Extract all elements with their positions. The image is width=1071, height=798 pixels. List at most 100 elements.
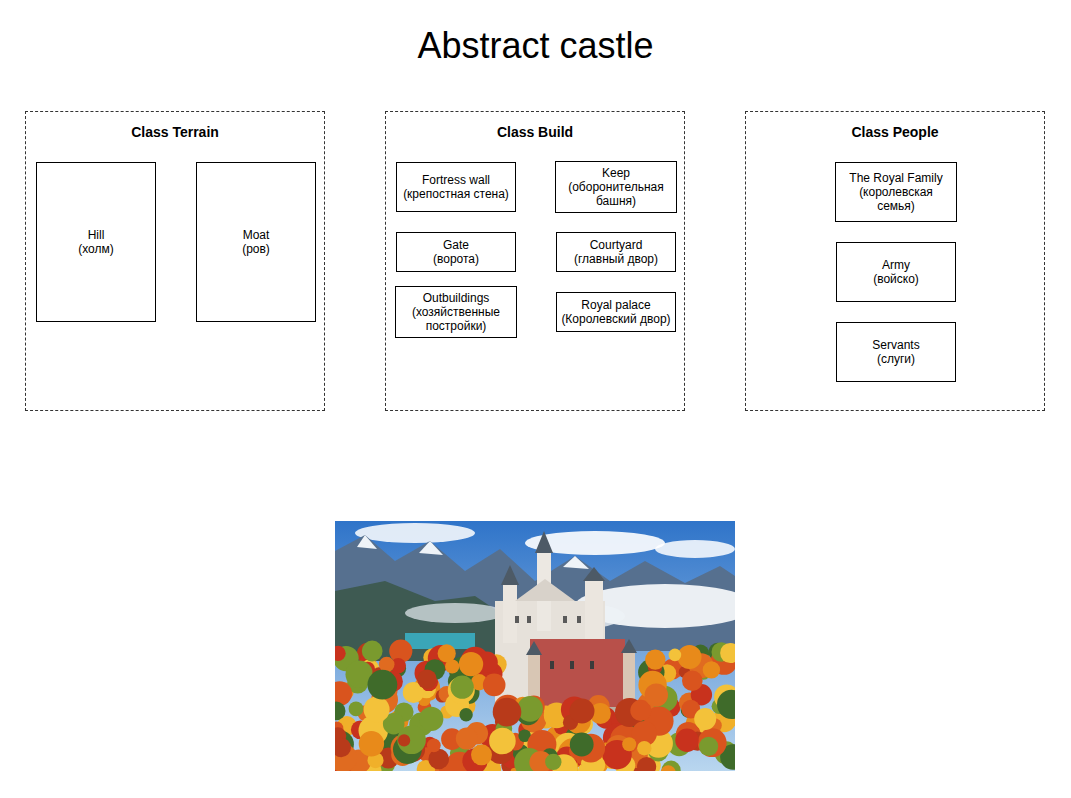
- tree: [483, 674, 506, 697]
- snow-cap: [563, 556, 589, 569]
- box-text: Keep(оборонительная башня): [556, 164, 676, 210]
- element-box: Courtyard(главный двор): [556, 232, 676, 272]
- element-name: Keep: [559, 166, 673, 180]
- box-text: Outbuildings(хозяйственные постройки): [396, 289, 516, 335]
- class-panel: Class TerrainHill(холм) Moat(ров): [25, 111, 325, 411]
- tree: [682, 671, 703, 692]
- tree: [359, 731, 384, 756]
- tree: [438, 644, 456, 662]
- element-translation: (слуги): [872, 352, 919, 366]
- element-translation: (оборонительная башня): [559, 180, 673, 208]
- snow-cap: [419, 541, 443, 555]
- panel-heading: Class Terrain: [26, 124, 324, 141]
- element-name: Army: [873, 258, 919, 272]
- box-text: The Royal Family(королевская семья): [836, 169, 956, 215]
- tree: [517, 696, 543, 722]
- cloud: [655, 540, 735, 558]
- element-translation: (войско): [873, 272, 919, 286]
- tree: [471, 744, 492, 765]
- tree: [335, 702, 346, 721]
- element-translation: (Королевский двор): [561, 312, 670, 326]
- element-box: The Royal Family(королевская семья): [835, 162, 957, 222]
- cloud: [525, 531, 665, 555]
- tree: [699, 737, 718, 756]
- tree: [397, 726, 426, 755]
- element-translation: (ворота): [433, 252, 479, 266]
- autumn-forest: [335, 640, 735, 772]
- tree: [456, 728, 478, 750]
- element-name: Fortress wall: [403, 173, 509, 187]
- tree: [675, 729, 698, 752]
- element-box: Gate(ворота): [396, 232, 516, 272]
- element-box: Army(войско): [836, 242, 956, 302]
- element-translation: (крепостная стена): [403, 187, 509, 201]
- box-text: Royal palace(Королевский двор): [558, 296, 673, 328]
- box-text: Army(войско): [870, 256, 922, 288]
- tree: [364, 696, 390, 722]
- box-text: Gate(ворота): [430, 236, 482, 268]
- element-name: Moat: [242, 228, 270, 242]
- tree: [678, 645, 702, 669]
- tree: [362, 641, 383, 662]
- element-name: Servants: [872, 338, 919, 352]
- panel-heading: Class People: [746, 124, 1044, 141]
- tree: [720, 643, 735, 663]
- box-text: Moat(ров): [239, 226, 273, 258]
- castle: [495, 531, 655, 721]
- tree: [451, 676, 474, 699]
- tree: [698, 728, 727, 757]
- box-text: Fortress wall(крепостная стена): [400, 171, 512, 203]
- element-name: The Royal Family: [839, 171, 953, 185]
- element-translation: (ров): [242, 242, 270, 256]
- class-panel: Class BuildFortress wall(крепостная стен…: [385, 111, 685, 411]
- tree: [661, 765, 676, 771]
- tree: [570, 733, 594, 757]
- tree: [703, 661, 720, 678]
- element-name: Outbuildings: [399, 291, 513, 305]
- element-box: Moat(ров): [196, 162, 316, 322]
- diagram-title: Abstract castle: [0, 24, 1071, 68]
- tree: [645, 649, 665, 669]
- tree: [349, 701, 364, 716]
- tree: [489, 728, 516, 755]
- panel-heading: Class Build: [386, 124, 684, 141]
- element-name: Gate: [433, 238, 479, 252]
- tree: [662, 761, 681, 771]
- tree: [493, 698, 522, 727]
- element-translation: (холм): [78, 242, 114, 256]
- cloud: [355, 523, 475, 543]
- tree: [637, 741, 651, 755]
- tree: [645, 683, 668, 706]
- tree: [717, 690, 735, 719]
- snow-cap: [357, 535, 377, 549]
- tree: [459, 652, 483, 676]
- tree: [335, 738, 351, 757]
- tree: [417, 670, 437, 690]
- fog: [405, 603, 505, 623]
- tree: [427, 738, 441, 752]
- tree: [545, 754, 561, 770]
- element-translation: (королевская семья): [839, 185, 953, 213]
- element-box: Hill(холм): [36, 162, 156, 322]
- element-name: Hill: [78, 228, 114, 242]
- box-text: Courtyard(главный двор): [571, 236, 661, 268]
- tree: [669, 649, 682, 662]
- box-text: Servants(слуги): [869, 336, 922, 368]
- element-box: Keep(оборонительная башня): [555, 161, 677, 213]
- tree: [368, 670, 398, 700]
- element-name: Royal palace: [561, 298, 670, 312]
- box-text: Hill(холм): [75, 226, 117, 258]
- tree: [637, 757, 656, 771]
- element-box: Royal palace(Королевский двор): [556, 292, 676, 332]
- element-box: Fortress wall(крепостная стена): [396, 162, 516, 212]
- class-panel: Class PeopleThe Royal Family(королевская…: [745, 111, 1045, 411]
- tree: [694, 708, 716, 730]
- tree: [622, 737, 636, 751]
- tree: [459, 708, 472, 721]
- element-box: Servants(слуги): [836, 322, 956, 382]
- element-translation: (главный двор): [574, 252, 658, 266]
- castle-photo: [335, 521, 735, 771]
- element-name: Courtyard: [574, 238, 658, 252]
- element-box: Outbuildings(хозяйственные постройки): [395, 286, 517, 338]
- tree: [419, 707, 443, 731]
